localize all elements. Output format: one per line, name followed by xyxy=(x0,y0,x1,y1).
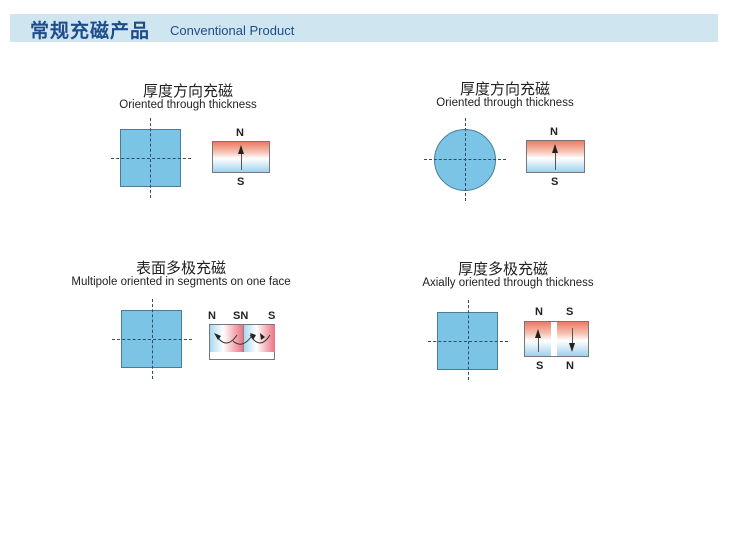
arrow-shaft xyxy=(538,332,539,352)
arrow-shaft xyxy=(241,150,242,170)
section-title-en: Conventional Product xyxy=(170,23,295,38)
panel-title-en: Oriented through thickness xyxy=(119,99,257,111)
axis-line-horizontal xyxy=(111,158,191,159)
axis-line-vertical xyxy=(468,300,469,380)
pole-segment xyxy=(210,325,243,352)
pole-label-s: S xyxy=(268,310,276,322)
arrow-up-icon xyxy=(552,144,558,153)
pole-label-sn: SN xyxy=(233,310,249,322)
panel-title-en: Multipole oriented in segments on one fa… xyxy=(71,276,291,288)
panel-title-cn: 表面多极充磁 xyxy=(135,259,226,277)
pole-label-south: S xyxy=(237,176,245,188)
pole-label-n: N xyxy=(208,310,216,322)
pole-label-south: S xyxy=(551,176,559,188)
pole-label-s-top: S xyxy=(566,306,574,318)
pole-label-north: N xyxy=(550,126,558,138)
arrow-shaft xyxy=(572,328,573,348)
panel-title-en: Oriented through thickness xyxy=(436,97,574,109)
panel-title-cn: 厚度多极充磁 xyxy=(457,260,548,278)
arrow-shaft xyxy=(555,149,556,170)
segment-divider xyxy=(243,325,244,352)
section-title-cn: 常规充磁产品 xyxy=(30,20,151,42)
pole-label-n-top: N xyxy=(535,306,543,318)
panel-title-cn: 厚度方向充磁 xyxy=(142,82,233,100)
arrow-down-icon xyxy=(569,343,575,352)
axis-line-horizontal xyxy=(424,159,506,160)
split-magnet-diagram xyxy=(524,321,589,357)
arrow-up-icon xyxy=(535,329,541,338)
section-header: 常规充磁产品 Conventional Product xyxy=(10,14,718,42)
magnet-diagram xyxy=(212,141,270,173)
arrow-up-icon xyxy=(238,145,244,154)
pole-label-north: N xyxy=(236,127,244,139)
panel-title-en: Axially oriented through thickness xyxy=(422,277,594,289)
pole-label-s-bottom: S xyxy=(536,360,544,372)
pole-label-n-bottom: N xyxy=(566,360,574,372)
axis-line-horizontal xyxy=(428,341,508,342)
magnet-diagram xyxy=(526,140,585,173)
segment-gap xyxy=(551,322,557,356)
flux-arc-icon xyxy=(214,333,271,345)
axis-line-horizontal xyxy=(112,339,192,340)
multipole-magnet-diagram xyxy=(209,324,275,360)
panel-title-cn: 厚度方向充磁 xyxy=(459,80,550,98)
